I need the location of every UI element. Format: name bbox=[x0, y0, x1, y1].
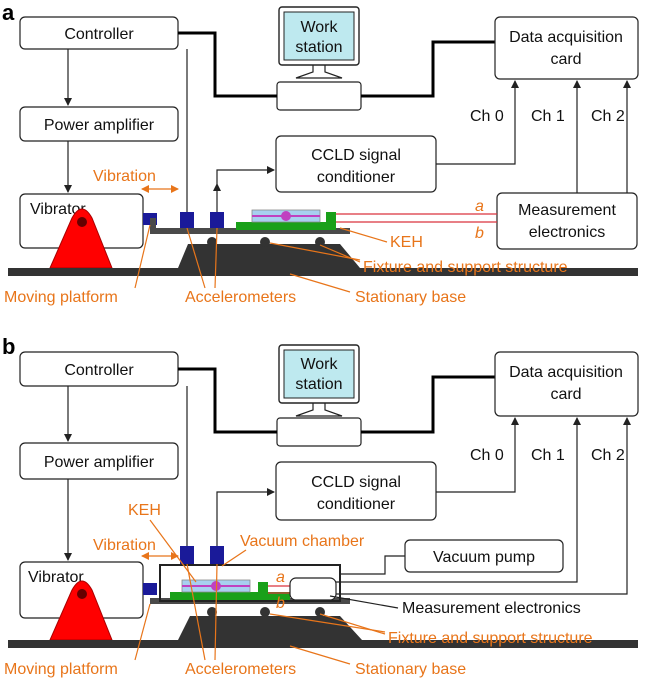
ccld-label-1-b: CCLD signal bbox=[311, 474, 401, 491]
ch2-label-b: Ch 2 bbox=[591, 447, 625, 464]
accelerometer-2-icon bbox=[210, 212, 224, 228]
daq-label-2: card bbox=[550, 51, 581, 68]
stationary-base-label-b: Stationary base bbox=[355, 661, 466, 678]
panel-b: b Controller Power amplifier Vibrator bbox=[2, 334, 639, 678]
daq-box bbox=[494, 16, 639, 80]
power-amplifier-label: Power amplifier bbox=[44, 117, 155, 134]
stationary-base-label: Stationary base bbox=[355, 289, 466, 306]
vacuum-chamber bbox=[159, 564, 341, 602]
workstation-label-1-b: Work bbox=[300, 356, 338, 373]
ch1-label-b: Ch 1 bbox=[531, 447, 565, 464]
accelerometers-label-b: Accelerometers bbox=[185, 661, 296, 678]
keh-label: KEH bbox=[390, 234, 423, 251]
fixture-support-b bbox=[178, 616, 362, 640]
keh-base bbox=[236, 222, 336, 230]
vibrator-icon-b bbox=[49, 580, 113, 641]
stationary-base bbox=[8, 268, 638, 276]
wire-a-label: a bbox=[475, 198, 484, 215]
panel-a-label: a bbox=[2, 0, 15, 25]
controller-label-b: Controller bbox=[64, 362, 134, 379]
vacuum-chamber-label: Vacuum chamber bbox=[240, 533, 365, 550]
moving-platform-label: Moving platform bbox=[4, 289, 118, 306]
wire-b-label-b: b bbox=[276, 595, 285, 612]
vibrator-pivot-icon bbox=[77, 217, 87, 227]
ccld-label-2-b: conditioner bbox=[317, 496, 396, 513]
daq-label-1: Data acquisition bbox=[509, 29, 623, 46]
panel-b-label: b bbox=[2, 334, 15, 359]
vibrator-label: Vibrator bbox=[30, 201, 86, 218]
power-amplifier-box bbox=[19, 106, 179, 142]
ccld-box-b bbox=[275, 461, 437, 521]
daq-label-1-b: Data acquisition bbox=[509, 364, 623, 381]
measurement-label-2: electronics bbox=[529, 224, 605, 241]
accelerometer-2-icon-b bbox=[210, 546, 224, 564]
accelerometers-label: Accelerometers bbox=[185, 289, 296, 306]
fixture-label-b: Fixture and support structure bbox=[388, 630, 593, 647]
ch2-label: Ch 2 bbox=[591, 108, 625, 125]
ch0-label-b: Ch 0 bbox=[470, 447, 504, 464]
wire-b-label: b bbox=[475, 225, 484, 242]
measurement-label-1: Measurement bbox=[518, 202, 616, 219]
controller-label: Controller bbox=[64, 26, 134, 43]
internal-measurement-box bbox=[289, 577, 337, 601]
workstation-label-2: station bbox=[295, 39, 342, 56]
workstation-label-2-b: station bbox=[295, 376, 342, 393]
ch1-label: Ch 1 bbox=[531, 108, 565, 125]
accelerometer-1-icon-b bbox=[180, 546, 194, 564]
computer-case-b bbox=[276, 417, 362, 447]
ch0-label: Ch 0 bbox=[470, 108, 504, 125]
ccld-label-2: conditioner bbox=[317, 169, 396, 186]
vibration-label-b: Vibration bbox=[93, 537, 156, 554]
vibration-label: Vibration bbox=[93, 168, 156, 185]
panel-a: a Controller Power amplifier Vibrator bbox=[2, 0, 639, 306]
daq-box-b bbox=[494, 351, 639, 417]
accelerometer-1-icon bbox=[180, 212, 194, 228]
monitor-screen bbox=[283, 11, 355, 61]
fixture-label: Fixture and support structure bbox=[363, 259, 568, 276]
power-amplifier-box-b bbox=[19, 442, 179, 480]
ccld-label-1: CCLD signal bbox=[311, 147, 401, 164]
vibrator-label-b: Vibrator bbox=[28, 569, 84, 586]
keh-label-b: KEH bbox=[128, 502, 161, 519]
vibrator-icon bbox=[49, 208, 113, 269]
moving-platform bbox=[150, 228, 350, 234]
computer-case bbox=[276, 81, 362, 111]
measurement-electronics-label-b: Measurement electronics bbox=[402, 600, 581, 617]
moving-platform-label-b: Moving platform bbox=[4, 661, 118, 678]
power-amplifier-label-b: Power amplifier bbox=[44, 454, 155, 471]
workstation-label-1: Work bbox=[300, 19, 338, 36]
stationary-base-b bbox=[8, 640, 638, 648]
measurement-electronics-box bbox=[496, 192, 638, 250]
wire-a-label-b: a bbox=[276, 569, 285, 586]
keh-base-b bbox=[170, 592, 290, 600]
daq-label-2-b: card bbox=[550, 386, 581, 403]
fixture-support bbox=[178, 244, 360, 268]
vacuum-pump-label: Vacuum pump bbox=[433, 549, 535, 566]
